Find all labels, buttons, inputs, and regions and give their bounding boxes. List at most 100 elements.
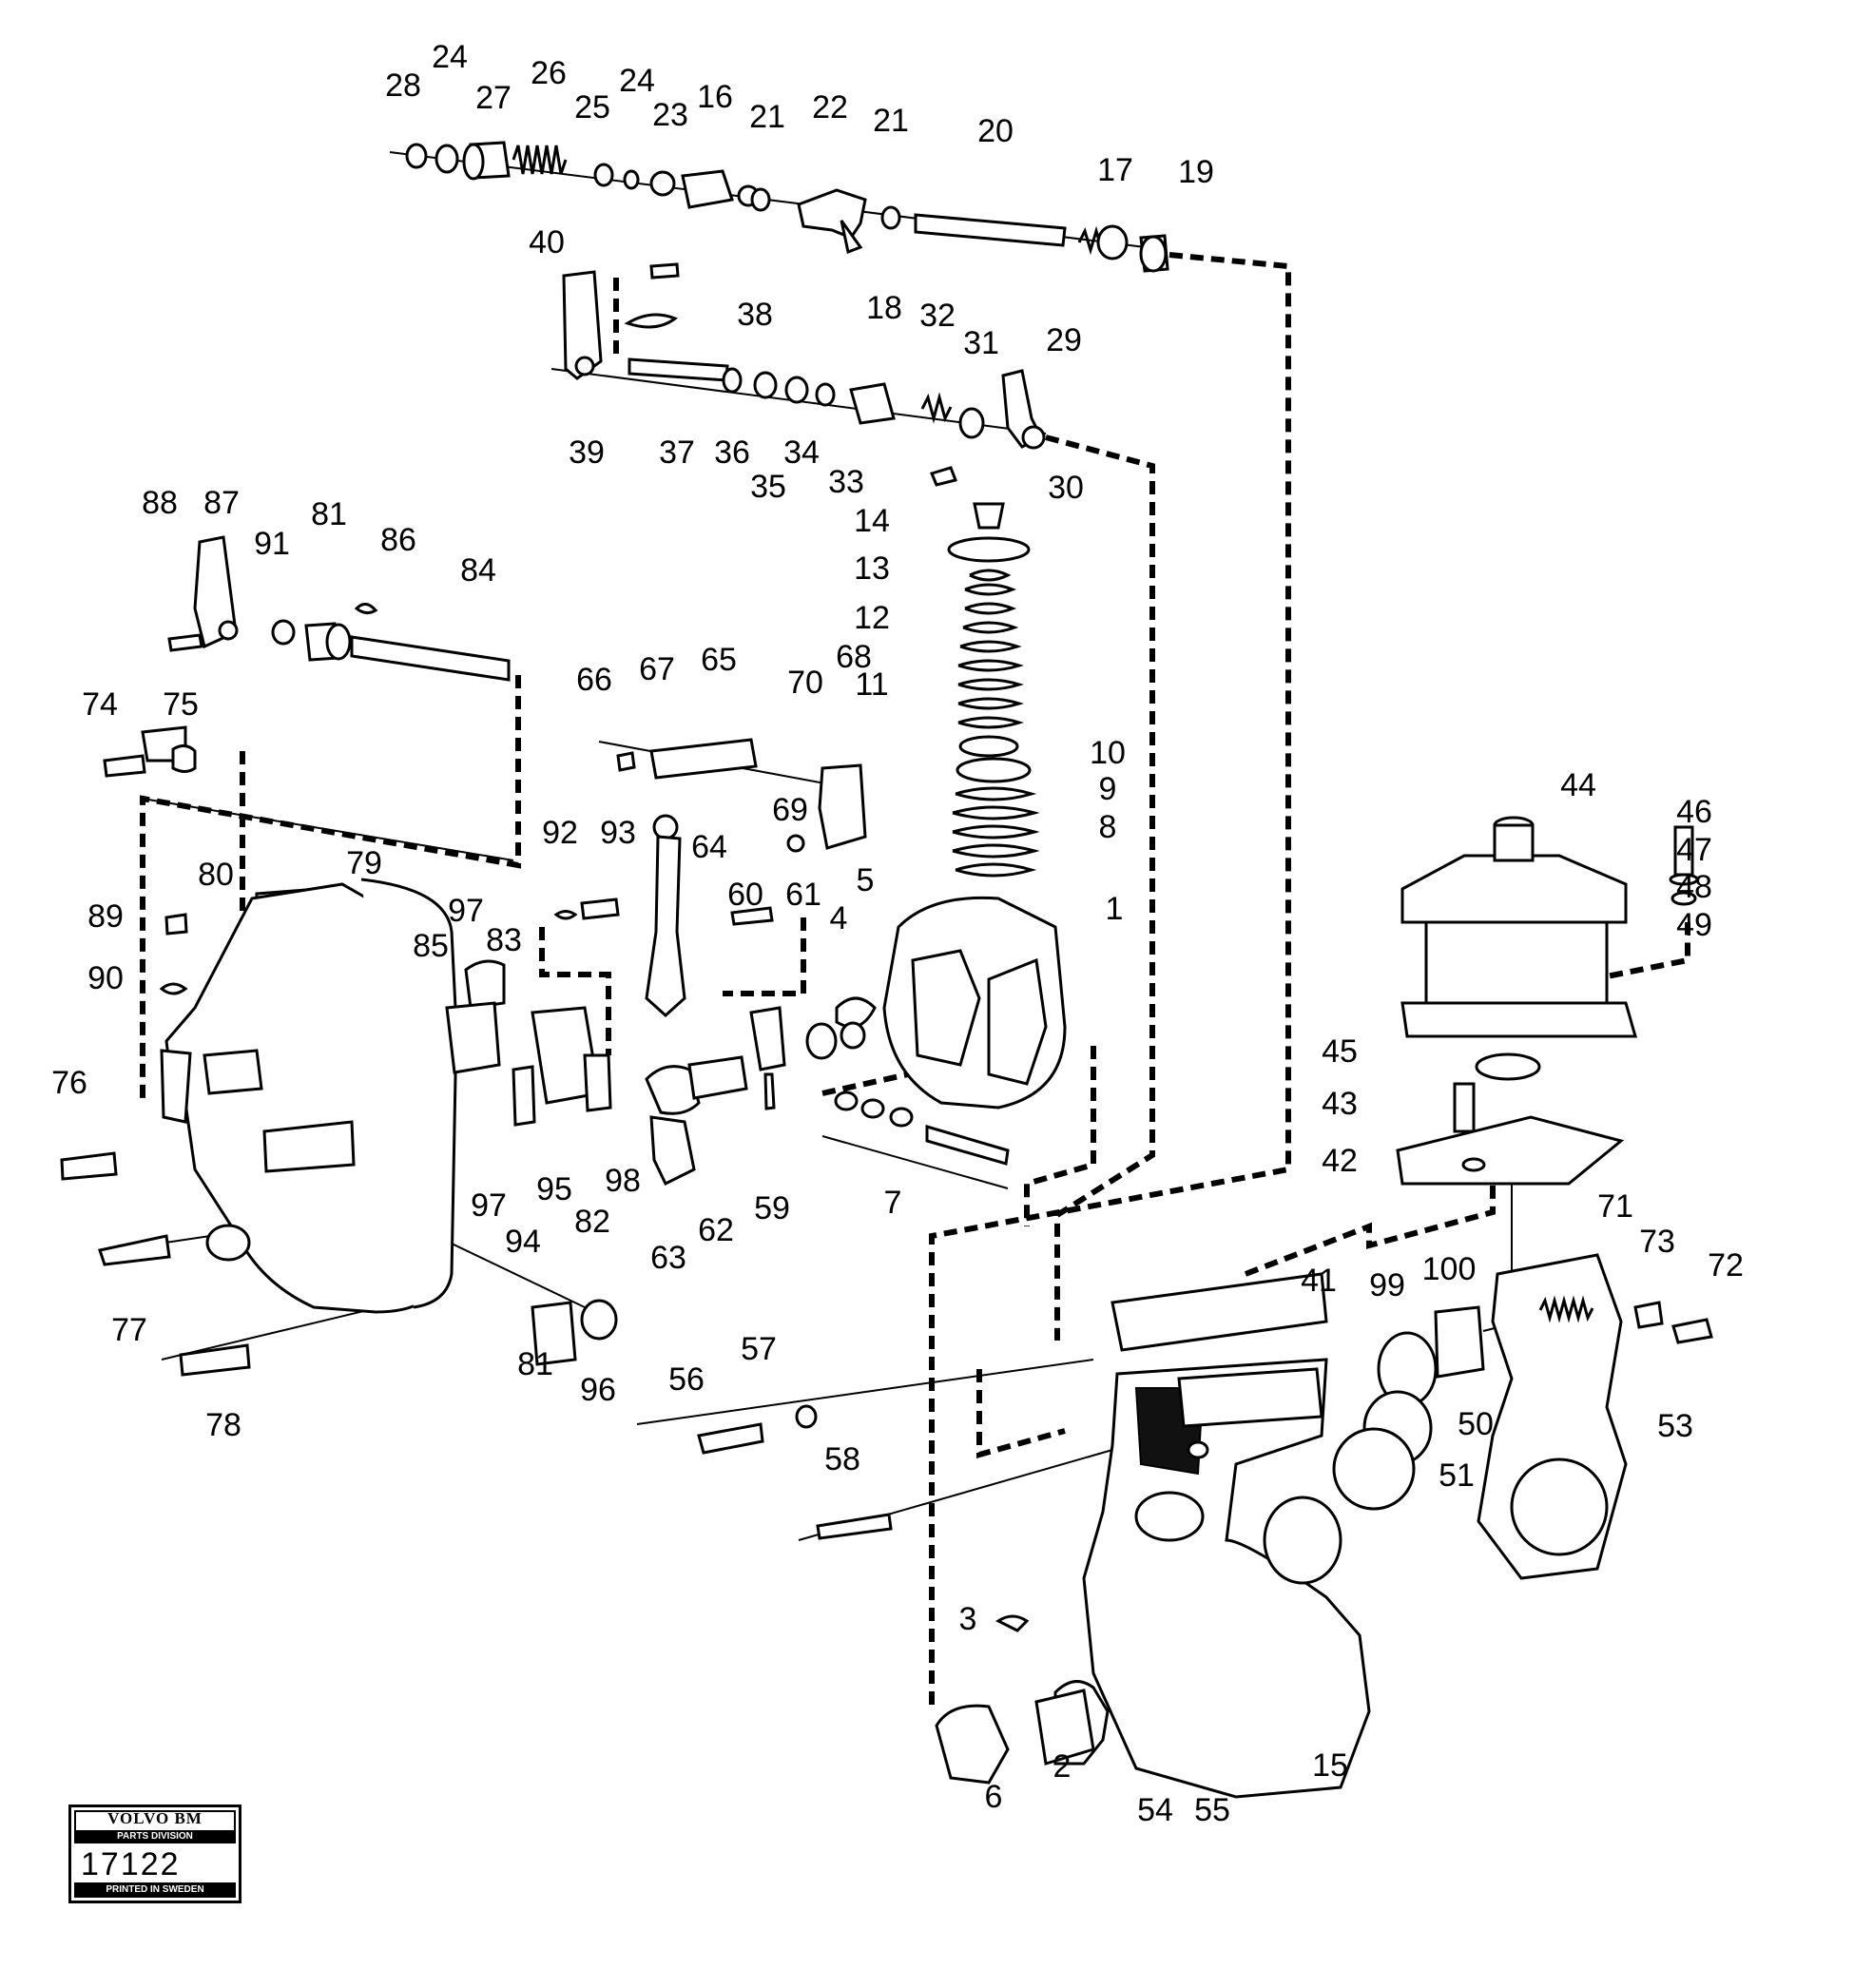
callout-label: 26 — [531, 55, 567, 91]
callout-label: 32 — [919, 298, 956, 334]
callout-label: 86 — [380, 522, 416, 558]
cover-housing — [60, 725, 618, 1377]
callout-label: 87 — [203, 485, 240, 521]
callout-label: 89 — [87, 898, 124, 935]
stamp-printed: PRINTED IN SWEDEN — [74, 1882, 236, 1898]
callout-label: 66 — [576, 662, 612, 698]
callout-label: 95 — [536, 1171, 572, 1207]
callout-label: 69 — [772, 792, 808, 828]
callout-label: 71 — [1597, 1188, 1633, 1225]
callout-label: 16 — [697, 79, 733, 115]
callout-label: 30 — [1048, 470, 1084, 506]
callout-label: 63 — [650, 1240, 686, 1276]
callout-label: 57 — [741, 1331, 777, 1367]
callout-label: 91 — [254, 526, 290, 562]
assembly-dashed-lines — [140, 252, 1690, 1707]
callout-label: 37 — [659, 434, 695, 471]
callout-label: 20 — [977, 113, 1014, 149]
callout-label: 97 — [448, 893, 484, 929]
callout-label: 79 — [346, 845, 382, 881]
callout-label: 31 — [963, 325, 999, 361]
callout-label: 54 — [1137, 1792, 1173, 1828]
pump-housing — [935, 1253, 1713, 1799]
lever-shaft-parts — [167, 535, 511, 682]
callout-label: 35 — [750, 469, 786, 505]
callout-label: 97 — [471, 1187, 507, 1224]
callout-label: 73 — [1639, 1224, 1675, 1260]
callout-label: 55 — [1194, 1792, 1230, 1828]
callout-label: 22 — [812, 89, 848, 125]
spring-stack — [947, 502, 1040, 878]
callout-label: 19 — [1178, 154, 1214, 190]
callout-label: 44 — [1560, 767, 1596, 803]
callout-label: 81 — [517, 1346, 553, 1382]
callout-label: 24 — [619, 63, 655, 99]
callout-label: 2 — [1053, 1748, 1072, 1785]
callout-label: 8 — [1099, 809, 1117, 845]
callout-label: 33 — [828, 464, 864, 500]
callout-label: 94 — [505, 1224, 541, 1260]
callout-label: 99 — [1369, 1267, 1405, 1303]
callout-label: 41 — [1301, 1263, 1337, 1299]
callout-label: 25 — [574, 89, 610, 125]
callout-label: 21 — [749, 99, 785, 135]
callout-label: 65 — [701, 642, 737, 678]
callout-label: 24 — [432, 39, 468, 75]
stamp-division: PARTS DIVISION — [74, 1830, 236, 1843]
callout-label: 64 — [691, 829, 727, 865]
callout-label: 34 — [783, 434, 820, 471]
callout-label: 36 — [714, 434, 750, 471]
callout-label: 93 — [600, 815, 636, 851]
callout-label: 88 — [142, 485, 178, 521]
top-shaft-parts — [405, 141, 1169, 273]
callout-label: 77 — [111, 1312, 147, 1348]
callout-label: 15 — [1312, 1747, 1348, 1784]
callout-label: 60 — [727, 877, 763, 913]
callout-label: 17 — [1097, 152, 1133, 188]
callout-label: 61 — [785, 877, 821, 913]
callout-label: 28 — [385, 68, 421, 104]
top-cover-assembly — [1396, 816, 1637, 1186]
callout-label: 50 — [1458, 1406, 1494, 1442]
callout-label: 13 — [854, 550, 890, 587]
callout-label: 67 — [639, 651, 675, 687]
fasteners — [103, 744, 1699, 1685]
callout-label: 100 — [1422, 1251, 1477, 1287]
stamp-number: 17122 — [81, 1846, 181, 1882]
callout-label: 23 — [652, 97, 688, 133]
callout-label: 10 — [1090, 735, 1126, 771]
control-arm-parts — [616, 738, 867, 1187]
callout-label: 80 — [198, 857, 234, 893]
callout-label: 43 — [1322, 1086, 1358, 1122]
callout-label: 5 — [857, 862, 875, 898]
callout-label: 9 — [1099, 771, 1117, 807]
callout-label: 29 — [1046, 322, 1082, 358]
callout-label: 98 — [605, 1163, 641, 1199]
volvo-bm-stamp: VOLVO BM PARTS DIVISION 17122 PRINTED IN… — [68, 1805, 241, 1903]
callout-label: 76 — [51, 1065, 87, 1101]
callout-label: 27 — [475, 80, 512, 116]
callout-label: 53 — [1657, 1408, 1693, 1444]
callout-label: 48 — [1676, 869, 1712, 905]
callout-label: 12 — [854, 600, 890, 636]
governor-weights — [749, 896, 1067, 1166]
callout-label: 85 — [413, 928, 449, 964]
callout-label: 47 — [1676, 832, 1712, 868]
callout-label: 58 — [824, 1441, 860, 1477]
linkage-parts — [562, 262, 1046, 487]
callout-label: 45 — [1322, 1033, 1358, 1070]
callout-label: 81 — [311, 496, 347, 532]
callout-label: 39 — [569, 434, 605, 471]
callout-label: 1 — [1106, 891, 1124, 927]
callout-label: 56 — [668, 1361, 705, 1398]
callout-label: 49 — [1676, 907, 1712, 943]
callout-label: 7 — [884, 1185, 902, 1221]
callout-label: 78 — [205, 1407, 241, 1443]
callout-label: 40 — [529, 224, 565, 261]
callout-label: 62 — [698, 1212, 734, 1248]
callout-label: 42 — [1322, 1143, 1358, 1179]
callout-label: 51 — [1439, 1457, 1475, 1494]
callout-label: 46 — [1676, 794, 1712, 830]
